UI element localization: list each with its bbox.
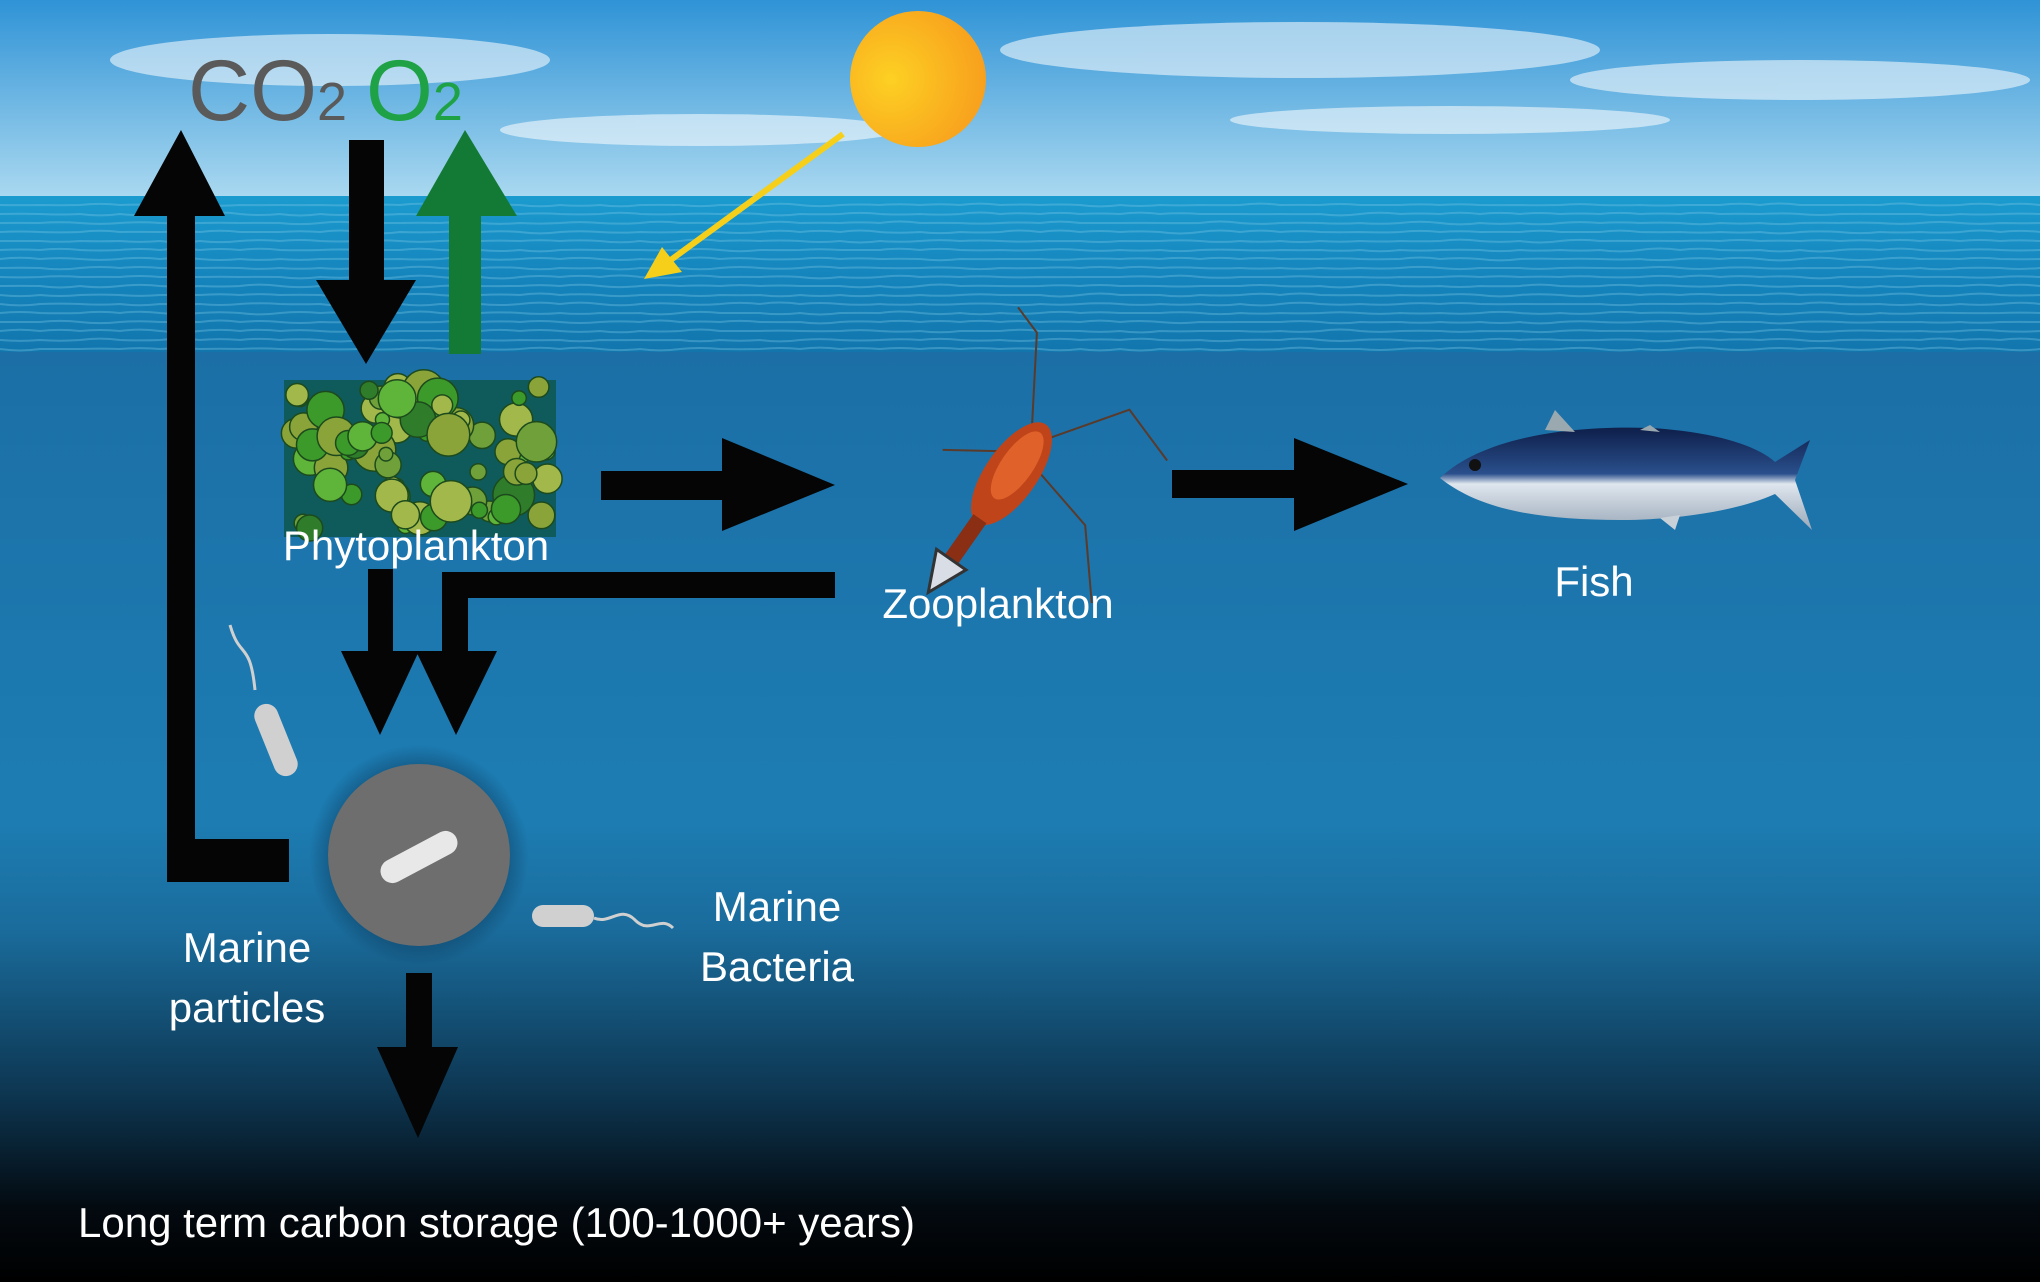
sun-icon: [850, 11, 986, 147]
wave-line: [0, 346, 2040, 352]
phytoplankton-cell: [285, 382, 310, 407]
phyto-to-zoo-arrow: [601, 438, 835, 531]
wave-line: [0, 211, 2040, 217]
marine-particles-label: Marine: [183, 924, 311, 971]
sunlight-arrow: [644, 131, 845, 279]
phytoplankton-cell: [431, 394, 454, 417]
fish-label: Fish: [1554, 558, 1633, 605]
phytoplankton-cell: [359, 380, 379, 401]
wave-line: [0, 238, 2040, 244]
ocean-surface: [0, 196, 2040, 352]
marine-bacteria-label: Marine: [713, 883, 841, 930]
o2-label: O2: [366, 43, 463, 139]
wave-line: [0, 247, 2040, 253]
phytoplankton-cell: [429, 479, 473, 523]
phytoplankton-cell: [514, 461, 538, 486]
wave-line: [0, 265, 2040, 271]
phyto-to-particles-arrow: [341, 569, 419, 735]
zoo-to-fish-arrow: [1172, 438, 1408, 531]
wave-line: [0, 220, 2040, 226]
phytoplankton-cell: [377, 378, 417, 419]
fish-image: [1440, 410, 1812, 530]
bacterium-icon: [228, 624, 298, 777]
carbon-storage-label: Long term carbon storage (100-1000+ year…: [78, 1199, 915, 1246]
wave-line: [0, 256, 2040, 262]
phytoplankton-cell: [527, 376, 550, 399]
phytoplankton-cell: [370, 421, 393, 445]
marine-bacteria-label: Bacteria: [700, 943, 855, 990]
marine-particles-label: particles: [169, 984, 325, 1031]
wave-line: [0, 337, 2040, 343]
phytoplankton-cell: [511, 390, 528, 407]
phytoplankton-cell: [390, 500, 421, 530]
sinking-arrow: [377, 973, 458, 1138]
phytoplankton-cell: [470, 501, 489, 520]
phytoplankton-cell: [531, 463, 563, 495]
phytoplankton-cell: [469, 462, 488, 481]
phytoplankton-image: [280, 369, 563, 542]
bacterium-icon: [532, 905, 675, 930]
phytoplankton-cell: [490, 493, 522, 525]
wave-line: [0, 229, 2040, 235]
wave-line: [0, 274, 2040, 280]
zoo-to-particles-arrow: [416, 572, 835, 735]
co2-release-arrow: [134, 130, 289, 882]
phytoplankton-cell: [378, 446, 394, 462]
phytoplankton-cell: [426, 412, 471, 457]
phytoplankton-label: Phytoplankton: [283, 522, 549, 569]
co2-label: CO2: [188, 43, 347, 139]
phytoplankton-cell: [515, 420, 558, 463]
phytoplankton-cell: [295, 514, 324, 542]
wave-line: [0, 202, 2040, 208]
marine-particle: [309, 745, 529, 965]
phytoplankton-cell: [527, 501, 556, 530]
phytoplankton-cell: [312, 467, 348, 503]
clouds: [110, 22, 2030, 146]
o2-release-arrow: [416, 130, 517, 354]
zooplankton-label: Zooplankton: [882, 580, 1113, 627]
zooplankton-image: [926, 306, 1168, 604]
co2-uptake-arrow: [316, 140, 416, 364]
